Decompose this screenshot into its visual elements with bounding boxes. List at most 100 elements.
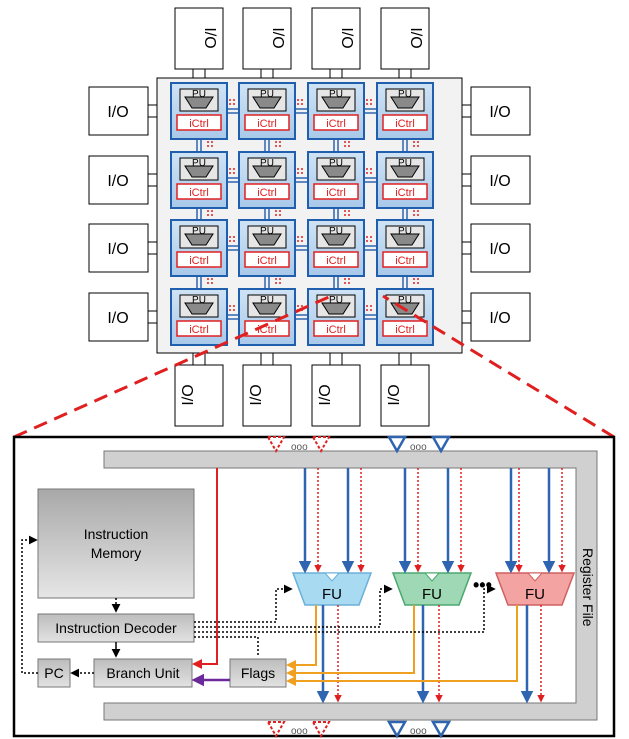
io-top-connector-3: [329, 68, 343, 79]
pu-label: PU: [398, 89, 412, 100]
register-file: [103, 450, 598, 721]
ictrl-box: [382, 320, 428, 337]
io-left-connector-2: [147, 173, 158, 187]
io-left-box-4: [88, 292, 149, 342]
processing-element-8: PU iCtrl: [376, 151, 434, 209]
fu-unit-1-notch: [323, 572, 341, 582]
ictrl-label: iCtrl: [189, 324, 209, 336]
control-links: [21, 535, 496, 678]
ictrl-label: iCtrl: [326, 324, 346, 336]
instruction-memory-label-line1: Instruction: [84, 526, 149, 542]
pu-label: PU: [398, 295, 412, 306]
alu-icon: [252, 96, 282, 109]
ictrl-box: [313, 183, 359, 200]
io-top-box-2: [242, 7, 292, 70]
io-right-box-1: [470, 86, 531, 136]
regfile-to-branch: [192, 468, 218, 669]
io-right-connector-1: [461, 104, 472, 118]
pu-label: PU: [398, 226, 412, 237]
port-red-2: [311, 436, 331, 454]
pc-label: PC: [44, 665, 63, 681]
fu-to-flags-links: [286, 605, 518, 686]
fu-ellipsis: •••: [473, 575, 492, 595]
pu-label: PU: [398, 158, 412, 169]
alu-icon: [184, 302, 214, 315]
io-bottom-label-1: I/O: [180, 384, 197, 405]
pu-label: PU: [260, 226, 274, 237]
io-left-box-1: [88, 86, 149, 136]
fu-write-ports: [316, 605, 545, 704]
pu-label: PU: [329, 89, 343, 100]
pc-to-mem: [21, 535, 38, 674]
io-right-connector-2: [461, 173, 472, 187]
decoder-to-fu3: [194, 584, 496, 633]
io-top-connector-1: [192, 68, 206, 79]
zoom-line-right: [382, 294, 615, 439]
port-ellipsis: ooo: [410, 442, 427, 453]
ictrl-box: [244, 183, 290, 200]
io-bottom-box-3: [311, 364, 361, 427]
pe-detail-panel: Register File ooo ooo ooo ooo Instructio…: [12, 435, 616, 739]
fu-unit-2-notch: [423, 572, 441, 582]
ictrl-label: iCtrl: [395, 187, 415, 199]
port-red-4: [311, 721, 331, 739]
processing-element-15: PU iCtrl: [307, 288, 365, 346]
ictrl-label: iCtrl: [189, 255, 209, 267]
pu-label: PU: [192, 295, 206, 306]
io-left-label-4: I/O: [107, 310, 128, 327]
alu-icon: [321, 302, 351, 315]
io-left-connector-1: [147, 104, 158, 118]
alu-icon: [184, 96, 214, 109]
io-left-box-3: [88, 223, 149, 273]
port-ellipsis: ooo: [291, 442, 308, 453]
io-bottom-label-3: I/O: [317, 384, 334, 405]
ictrl-box: [176, 251, 222, 268]
alu-icon: [390, 233, 420, 246]
fu-unit-3-label: FU: [525, 586, 545, 603]
alu-icon: [184, 165, 214, 178]
processing-element-4: PU iCtrl: [376, 82, 434, 140]
pu-label: PU: [260, 295, 274, 306]
io-left-box-2: [88, 155, 149, 205]
ictrl-label: iCtrl: [326, 255, 346, 267]
processing-element-2: PU iCtrl: [238, 82, 296, 140]
io-right-box-3: [470, 223, 531, 273]
ictrl-label: iCtrl: [189, 187, 209, 199]
fu2-to-flags: [286, 605, 415, 678]
register-file-bottom-ports: ooo ooo: [266, 720, 452, 739]
ictrl-label: iCtrl: [189, 118, 209, 130]
io-left-connector-3: [147, 241, 158, 255]
pu-label: PU: [260, 89, 274, 100]
processing-element-13: PU iCtrl: [170, 288, 228, 346]
io-left-label-2: I/O: [107, 173, 128, 190]
io-bottom-label-4: I/O: [386, 384, 403, 405]
port-ellipsis: ooo: [410, 726, 427, 737]
io-left-connector-4: [147, 310, 158, 324]
alu-icon: [252, 302, 282, 315]
port-red-3: [266, 721, 286, 739]
decoder-to-flags: [194, 636, 259, 657]
pu-label: PU: [260, 158, 274, 169]
io-bottom-box-2: [242, 364, 292, 427]
ictrl-box: [176, 320, 222, 337]
register-read-ports: [298, 468, 566, 574]
instruction-decoder: [37, 613, 195, 643]
fu3-to-flags: [286, 605, 518, 686]
io-right-box-2: [470, 155, 531, 205]
io-top-connector-4: [398, 68, 412, 79]
port-blue-2: [430, 435, 452, 454]
ictrl-box: [313, 114, 359, 131]
ictrl-label: iCtrl: [257, 118, 277, 130]
ictrl-box: [244, 320, 290, 337]
io-right-label-2: I/O: [489, 173, 510, 190]
alu-icon: [252, 165, 282, 178]
pu-label: PU: [192, 89, 206, 100]
instruction-decoder-label: Instruction Decoder: [55, 620, 177, 636]
ictrl-label: iCtrl: [326, 187, 346, 199]
ictrl-label: iCtrl: [395, 118, 415, 130]
branch-unit: [93, 658, 193, 688]
pu-label: PU: [329, 295, 343, 306]
